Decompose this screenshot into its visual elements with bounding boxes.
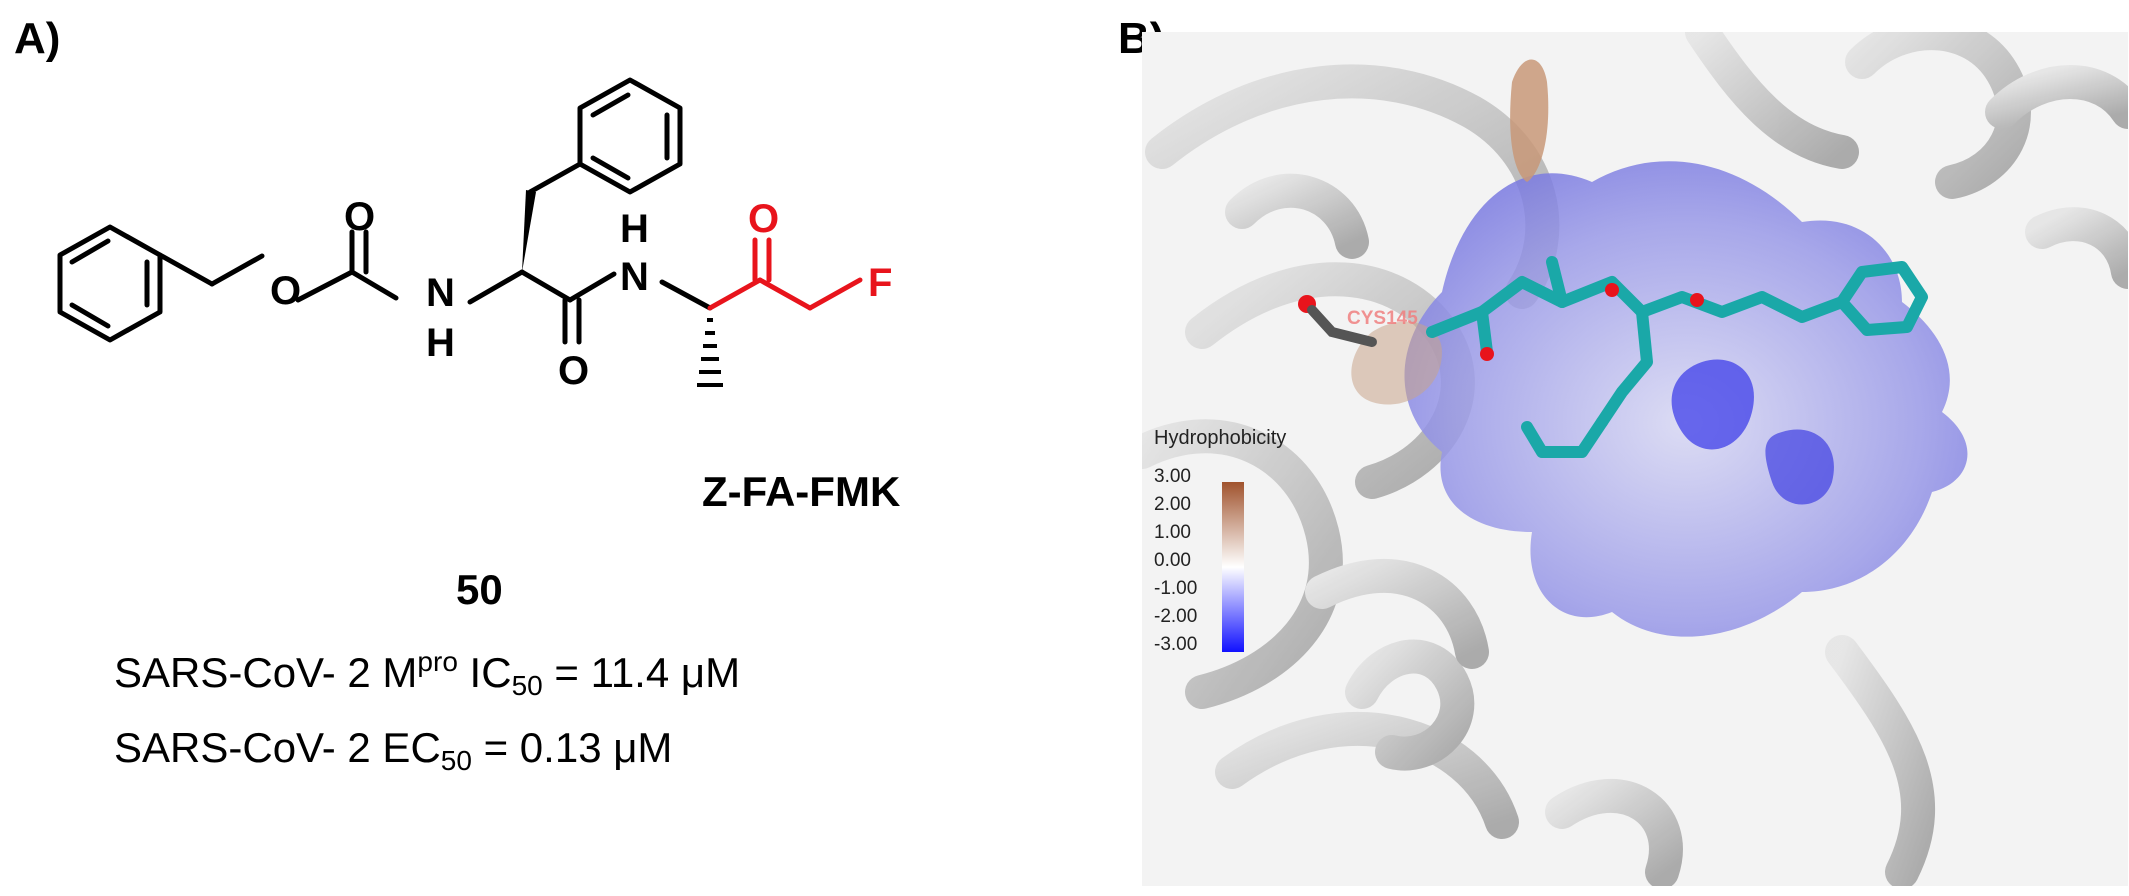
benzyl-ring: [57, 224, 163, 343]
legend-tick: -1.00: [1154, 578, 1197, 599]
legend-tick: -2.00: [1154, 606, 1197, 627]
bond-c-n: [349, 269, 399, 301]
wedge-bond: [522, 190, 536, 272]
bond-ch2-o: [209, 253, 265, 287]
bond-n-calpha: [467, 269, 525, 305]
bond-ch2-phe-ring: [527, 161, 583, 195]
phenyl-ring-double-3: [590, 155, 631, 181]
surface-dark-blue-2: [1765, 429, 1834, 505]
bond-camide-n: [567, 271, 617, 303]
compound-number: 50: [456, 566, 503, 613]
legend-title: Hydrophobicity: [1154, 427, 1286, 449]
legend-tick: 0.00: [1154, 550, 1191, 571]
atom-n-carbamate: N: [426, 271, 455, 315]
legend-tick: 1.00: [1154, 522, 1191, 543]
phenyl-ring-double-1: [590, 92, 631, 118]
benzyl-ring-double-3: [69, 302, 111, 329]
ligand-oxygen-2: [1605, 283, 1619, 297]
bond-ketone-ch2: [757, 277, 813, 311]
compound-name: Z-FA-FMK: [702, 468, 901, 515]
bond-calpha2-ketone: [707, 277, 763, 311]
legend-tick: -3.00: [1154, 634, 1197, 655]
atom-h-amide: H: [620, 207, 649, 251]
docking-image: CYS145 Hydrophobicity 3.00 2.00 1.00 0.0…: [1142, 32, 2128, 886]
legend-tick: 2.00: [1154, 494, 1191, 515]
surface-brown-top: [1510, 59, 1549, 182]
surface-dark-blue-1: [1671, 359, 1754, 450]
atom-o-carbamate: O: [344, 195, 375, 239]
bond-ch2-f: [807, 277, 863, 311]
bond-ring-ch2: [157, 252, 215, 287]
atom-fluorine: F: [868, 261, 892, 305]
ligand-oxygen-1: [1480, 347, 1494, 361]
phenyl-ring: [577, 77, 683, 195]
ligand-oxygen-3: [1690, 293, 1704, 307]
legend-tick: 3.00: [1154, 466, 1191, 487]
bond-calpha-camide: [519, 269, 573, 303]
activity-ec50: SARS-CoV- 2 EC50 = 0.13 μM: [114, 724, 673, 776]
chemical-structure: O O N H O N H O F: [57, 77, 892, 393]
cys-sidechain: [1307, 305, 1377, 347]
bond-o-c: [295, 269, 355, 303]
legend-colorbar: [1222, 482, 1244, 652]
panel-a-label: A): [14, 14, 61, 63]
ligand-sticks: [1426, 256, 1928, 458]
bond-n-calpha2: [659, 279, 713, 311]
residue-label: CYS145: [1347, 308, 1418, 329]
atom-h-carbamate: H: [426, 321, 455, 365]
atom-o-ketone: O: [748, 197, 779, 241]
benzyl-ring-double-1: [69, 238, 111, 265]
atom-o-ester: O: [270, 269, 301, 313]
hashed-bond: [697, 318, 723, 387]
atom-n-amide: N: [620, 255, 649, 299]
atom-o-amide: O: [558, 349, 589, 393]
activity-ic50: SARS-CoV- 2 Mpro IC50 = 11.4 μM: [114, 646, 741, 701]
